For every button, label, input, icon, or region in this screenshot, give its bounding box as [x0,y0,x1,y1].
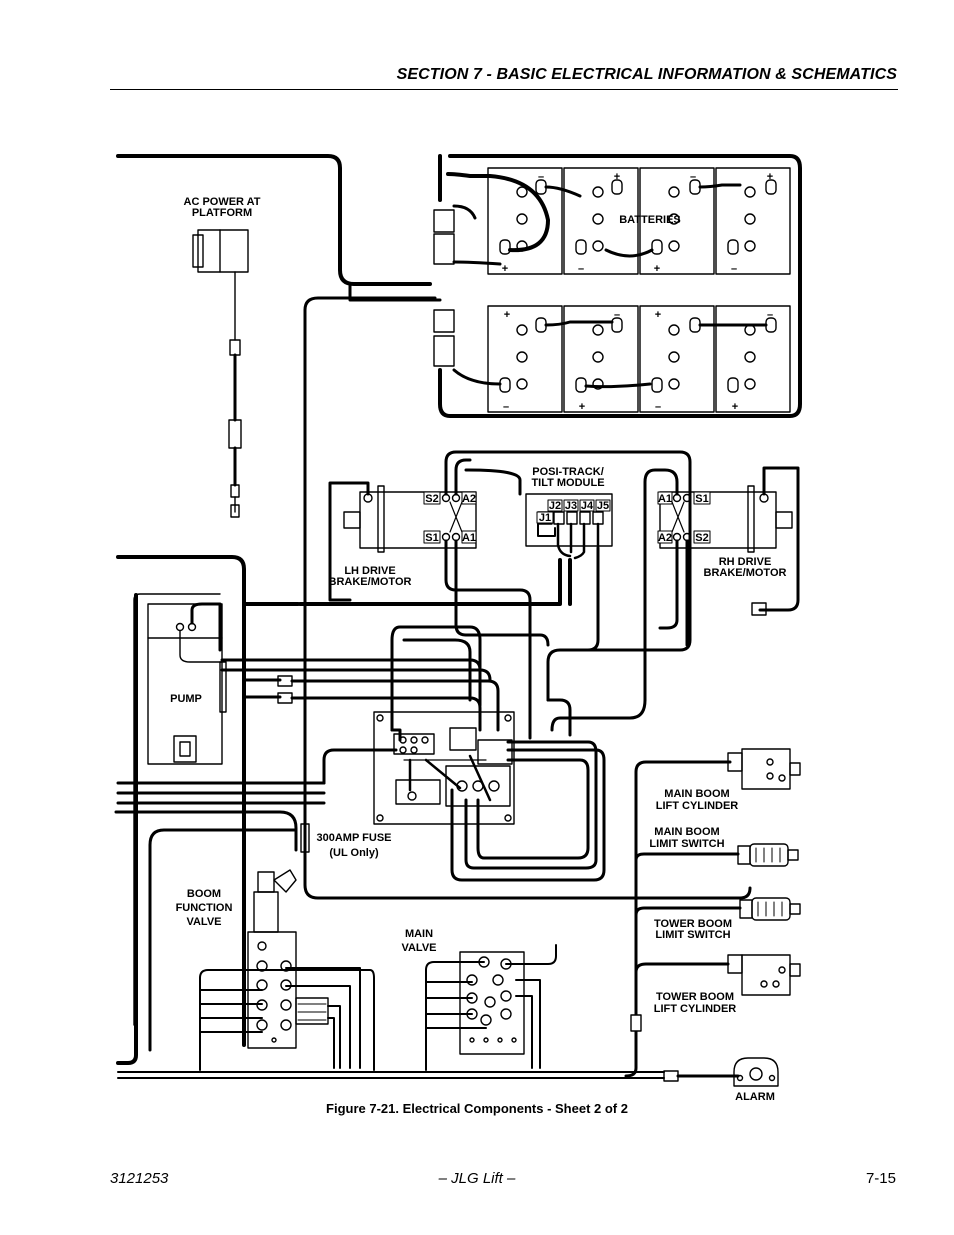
lh-drive-motor [328,458,477,602]
lh-terminal-s1: S1 [425,532,438,544]
lh-drive-label-1: LH DRIVE [344,565,395,577]
fuse-label-2: (UL Only) [329,847,379,859]
main-boom-lift-label-2: LIFT CYLINDER [656,800,739,812]
figure-caption: Figure 7-21. Electrical Components - She… [326,1101,628,1116]
bottom-bus [117,1070,740,1082]
ac-power-label-1: AC POWER AT [184,196,261,208]
rh-terminal-s2: S2 [695,532,708,544]
diagram-labels: AC POWER AT PLATFORM BATTERIES – + – + +… [170,171,786,1103]
module-j3: J3 [565,500,577,512]
tower-boom-lift-label-2: LIFT CYLINDER [654,1003,737,1015]
main-valve-label-1: MAIN [405,928,433,940]
document-number: 3121253 [110,1170,169,1187]
battery-terminal-minus: – [767,309,773,321]
main-contactor [373,711,515,825]
rh-drive-label-2: BRAKE/MOTOR [704,567,787,579]
valve-wiring [199,967,375,1071]
battery-terminal-minus: – [578,263,584,275]
rh-drive-label-1: RH DRIVE [719,556,772,568]
battery-terminal-minus: – [538,171,544,183]
battery-connectors [348,204,502,386]
ac-power-label-2: PLATFORM [192,207,252,219]
batteries-label: BATTERIES [619,214,681,226]
lh-terminal-s2: S2 [425,493,438,505]
wiring-harness [114,658,500,1052]
main-valve [459,951,525,1055]
header-rule [110,89,898,90]
main-fuse [300,823,310,853]
main-power-cables [116,154,802,1065]
battery-terminal-minus: – [614,309,620,321]
battery-terminal-minus: – [690,171,696,183]
tower-boom-limit-label-1: TOWER BOOM [654,918,732,930]
main-boom-limit-label-2: LIMIT SWITCH [649,838,724,850]
battery-terminal-plus: + [502,263,508,275]
fuse-label-1: 300AMP FUSE [317,832,392,844]
battery-terminal-plus: + [579,401,585,413]
main-boom-limit-switch [737,843,799,867]
main-boom-limit-label-1: MAIN BOOM [654,826,719,838]
alarm [733,1057,779,1087]
rh-drive-motor [659,466,800,616]
battery-terminal-plus: + [767,171,773,183]
main-boom-lift-cylinder [727,748,801,790]
tower-boom-lift-label-1: TOWER BOOM [656,991,734,1003]
tower-boom-limit-label-2: LIMIT SWITCH [655,929,730,941]
footer-brand: – JLG Lift – [438,1170,516,1187]
tower-boom-limit-switch [739,897,801,921]
boom-valve-label-3: VALVE [186,916,221,928]
main-valve-label-2: VALVE [401,942,436,954]
main-valve-wiring [425,944,557,1071]
battery-terminal-plus: + [655,309,661,321]
battery-terminal-plus: + [732,401,738,413]
motor-control-wiring [390,450,692,732]
alarm-label: ALARM [735,1091,775,1103]
module-j1: J1 [539,512,551,524]
tower-boom-lift-cylinder [727,954,801,996]
pump-label: PUMP [170,693,202,705]
battery-terminal-minus: – [655,401,661,413]
battery-bank [487,167,791,413]
lh-terminal-a1: A1 [462,532,476,544]
battery-terminal-minus: – [731,263,737,275]
module-j4: J4 [581,500,594,512]
page-number: 7-15 [865,1170,896,1187]
section-title: SECTION 7 - BASIC ELECTRICAL INFORMATION… [396,66,897,83]
posi-track-label-1: POSI-TRACK/ [532,466,604,478]
lh-terminal-a2: A2 [462,493,476,505]
battery-terminal-plus: + [614,171,620,183]
boom-valve-label-1: BOOM [187,888,221,900]
main-boom-lift-label-1: MAIN BOOM [664,788,729,800]
boom-valve-label-2: FUNCTION [176,902,233,914]
contactor-wiring [322,698,647,882]
battery-terminal-plus: + [654,263,660,275]
posi-track-label-2: TILT MODULE [531,477,604,489]
ac-power-plug [192,229,249,518]
lh-drive-label-2: BRAKE/MOTOR [329,576,412,588]
module-j2: J2 [549,500,561,512]
boom-sensor-wiring [624,760,742,1078]
rh-terminal-a1: A1 [658,493,672,505]
battery-terminal-minus: – [503,401,509,413]
rh-terminal-a2: A2 [658,532,672,544]
posi-track-tilt-module [525,493,613,560]
rh-terminal-s1: S1 [695,493,708,505]
module-j5: J5 [597,500,609,512]
battery-terminal-plus: + [504,309,510,321]
